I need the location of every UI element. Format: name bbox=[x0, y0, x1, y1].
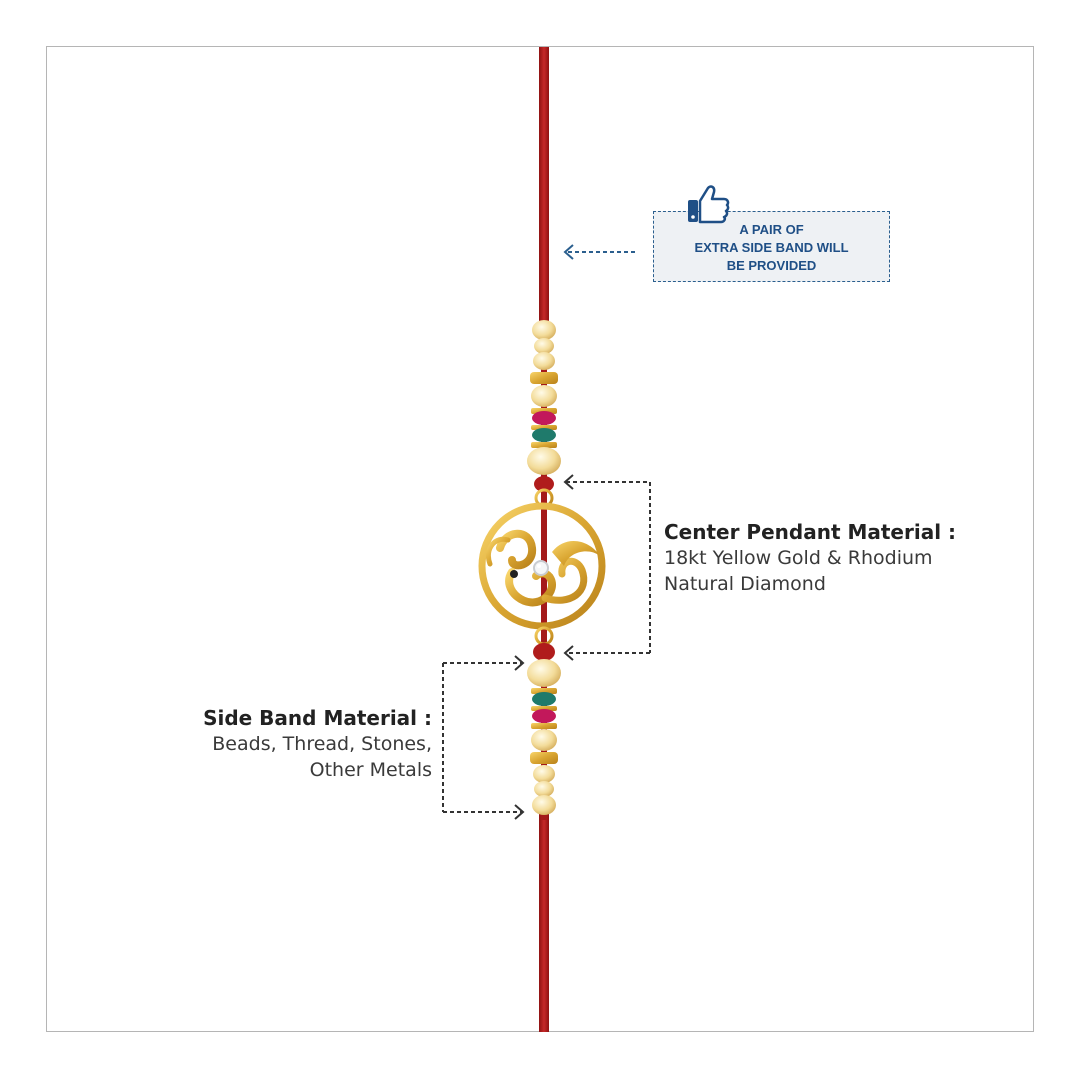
thumbs-up-icon bbox=[688, 185, 730, 224]
upper-bead-strand bbox=[527, 320, 561, 508]
pendant-bracket-arrow bbox=[563, 474, 651, 661]
callout-line-3: BE PROVIDED bbox=[726, 258, 817, 273]
band-material-line-2: Other Metals bbox=[309, 759, 432, 781]
pendant-material-line-2: Natural Diamond bbox=[664, 573, 826, 595]
band-material-line-1: Beads, Thread, Stones, bbox=[212, 733, 432, 755]
thread-top bbox=[539, 47, 549, 322]
band-material-title: Side Band Material : bbox=[203, 706, 432, 730]
pendant-material-title: Center Pendant Material : bbox=[664, 520, 957, 544]
om-pendant bbox=[478, 502, 606, 630]
callout-line-1: A PAIR OF bbox=[739, 222, 804, 237]
extra-band-callout bbox=[653, 211, 890, 282]
callout-text: A PAIR OF EXTRA SIDE BAND WILL BE PROVID… bbox=[653, 221, 890, 275]
lower-bead-strand bbox=[527, 626, 561, 815]
band-material-label: Side Band Material : Beads, Thread, Ston… bbox=[180, 705, 432, 783]
pendant-material-line-1: 18kt Yellow Gold & Rhodium bbox=[664, 547, 933, 569]
callout-arrow bbox=[563, 244, 635, 260]
pendant-material-label: Center Pendant Material : 18kt Yellow Go… bbox=[664, 519, 956, 597]
band-bracket-arrow bbox=[442, 655, 525, 820]
thread-bottom bbox=[539, 812, 549, 1032]
callout-line-2: EXTRA SIDE BAND WILL bbox=[694, 240, 849, 255]
